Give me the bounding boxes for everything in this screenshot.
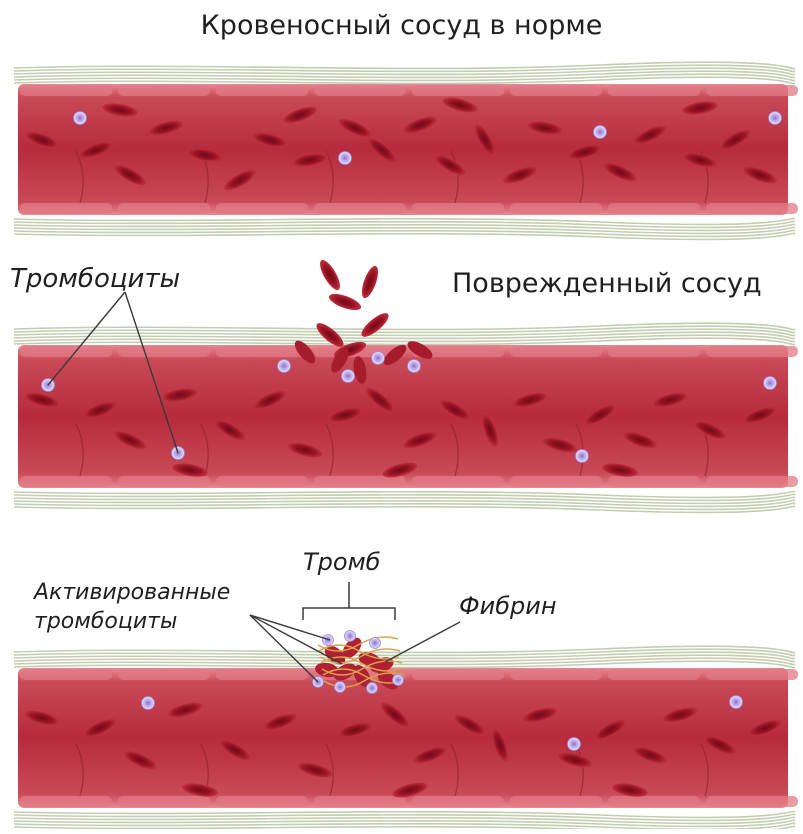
label-activated-line2: тромбоциты — [34, 607, 230, 636]
label-activated-platelets: Активированные тромбоциты — [34, 578, 230, 636]
red-blood-cell-icon — [316, 257, 343, 292]
endothelial-cell — [118, 476, 210, 487]
platelet-icon — [74, 112, 87, 125]
platelet-icon — [372, 352, 385, 365]
endothelial-cell — [314, 85, 406, 96]
platelet-icon — [408, 360, 421, 373]
activated-platelet-icon — [345, 631, 356, 642]
platelet-icon — [576, 450, 589, 463]
label-activated-line1: Активированные — [34, 578, 230, 607]
endothelial-cell — [510, 669, 602, 680]
endothelial-cell — [608, 796, 700, 807]
endothelial-cell — [412, 203, 504, 214]
endothelial-cell — [510, 476, 602, 487]
endothelial-cell — [412, 796, 504, 807]
endothelial-cell — [706, 85, 798, 96]
vessel-1 — [14, 62, 798, 239]
platelet-icon — [568, 738, 581, 751]
label-thrombus: Тромб — [303, 548, 380, 576]
endothelial-cell — [412, 476, 504, 487]
endothelial-cell — [510, 796, 602, 807]
vessel-wall — [18, 84, 788, 215]
endothelial-cell — [216, 669, 308, 680]
endothelial-cell — [20, 669, 112, 680]
platelet-icon — [278, 360, 291, 373]
endothelial-cell — [412, 669, 504, 680]
endothelial-cell — [20, 85, 112, 96]
platelet-icon — [594, 126, 607, 139]
endothelial-cell — [216, 203, 308, 214]
endothelial-cell — [314, 476, 406, 487]
platelet-icon — [342, 370, 355, 383]
endothelial-cell — [706, 669, 798, 680]
platelet-icon — [769, 112, 782, 125]
endothelial-cell — [216, 85, 308, 96]
endothelial-cell — [706, 796, 798, 807]
endothelial-cell — [118, 346, 210, 357]
label-platelets: Тромбоциты — [10, 264, 180, 294]
label-fibrin: Фибрин — [459, 592, 557, 620]
title-normal-vessel: Кровеносный сосуд в норме — [0, 10, 803, 41]
endothelial-cell — [510, 203, 602, 214]
activated-platelet-icon — [335, 682, 346, 693]
red-blood-cell-icon — [327, 291, 363, 314]
endothelial-cell — [216, 346, 308, 357]
endothelial-cell — [706, 203, 798, 214]
endothelial-cell — [608, 669, 700, 680]
activated-platelet-icon — [367, 683, 378, 694]
endothelial-cell — [216, 796, 308, 807]
platelet-icon — [339, 152, 352, 165]
endothelial-cell — [608, 85, 700, 96]
endothelial-cell — [510, 346, 602, 357]
endothelial-cell — [706, 346, 798, 357]
endothelial-cell — [706, 476, 798, 487]
activated-platelet-icon — [370, 638, 381, 649]
activated-platelet-icon — [393, 675, 404, 686]
endothelial-cell — [118, 796, 210, 807]
endothelial-cell — [216, 476, 308, 487]
endothelial-cell — [608, 476, 700, 487]
endothelial-cell — [608, 346, 700, 357]
red-blood-cell-icon — [359, 264, 382, 300]
endothelial-cell — [314, 796, 406, 807]
endothelial-cell — [608, 203, 700, 214]
endothelial-cell — [20, 476, 112, 487]
endothelial-cell — [412, 85, 504, 96]
title-damaged-vessel: Поврежденный сосуд — [452, 268, 762, 299]
vessel-2 — [14, 323, 798, 512]
platelet-icon — [730, 696, 743, 709]
thrombus-bracket — [303, 608, 395, 620]
endothelial-cell — [20, 796, 112, 807]
vessel-3 — [14, 646, 798, 829]
endothelial-cell — [118, 85, 210, 96]
endothelial-cell — [314, 203, 406, 214]
endothelial-cell — [118, 203, 210, 214]
platelet-icon — [764, 377, 777, 390]
endothelial-cell — [20, 346, 112, 357]
endothelial-cell — [510, 85, 602, 96]
platelet-icon — [142, 697, 155, 710]
endothelial-cell — [20, 203, 112, 214]
endothelial-cell — [118, 669, 210, 680]
